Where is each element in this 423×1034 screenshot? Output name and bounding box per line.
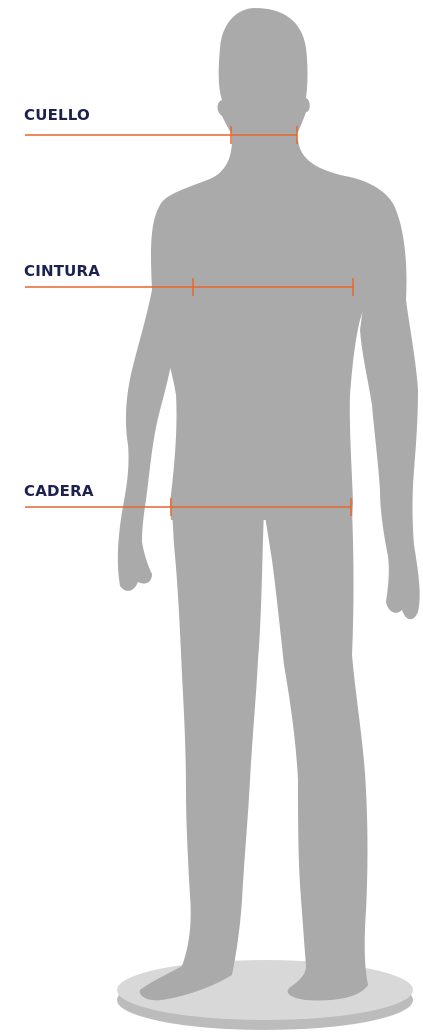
- mannequin-left-leg: [140, 510, 264, 1000]
- mannequin-left-arm: [118, 202, 176, 591]
- mannequin-right-arm: [360, 206, 420, 619]
- neck-label: CUELLO: [24, 106, 90, 124]
- hip-label: CADERA: [24, 482, 94, 500]
- mannequin-right-leg: [264, 510, 368, 1000]
- waist-label: CINTURA: [24, 262, 100, 280]
- mannequin-torso: [154, 140, 396, 520]
- mannequin-body: [118, 8, 420, 1000]
